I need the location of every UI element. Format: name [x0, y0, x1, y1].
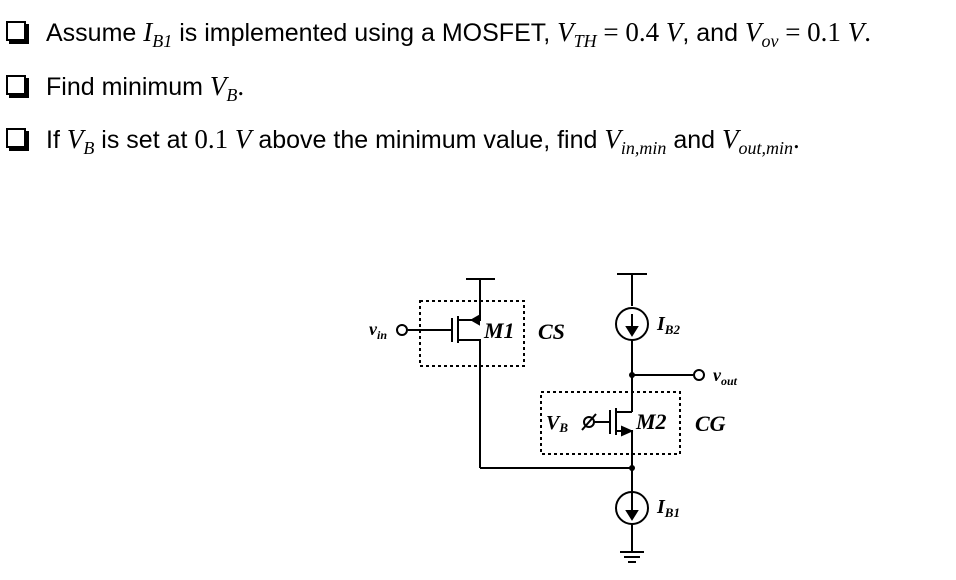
vin-terminal: [396, 324, 408, 336]
ib2-label: IB2: [656, 313, 680, 337]
m1-source: [458, 339, 481, 468]
m1-source-arrow-icon: [469, 314, 480, 326]
cg-label: CG: [695, 411, 726, 436]
vin-label: vin: [369, 319, 387, 342]
question-1: Assume IB1 is implemented using a MOSFET…: [6, 17, 871, 56]
vout-label: vout: [713, 365, 738, 388]
vb-terminal: [583, 416, 595, 428]
checkbox-icon: [6, 128, 26, 149]
checkbox-icon: [6, 75, 26, 96]
cs-label: CS: [538, 319, 565, 344]
dashed-boxes: [419, 300, 681, 455]
question-3: If VB is set at 0.1 V above the minimum …: [6, 124, 800, 163]
junction-dots: [629, 372, 635, 471]
vout-terminal: [693, 369, 705, 381]
vb-slash: [581, 413, 597, 431]
m1-label: M1: [483, 318, 515, 343]
cg-stage-box: [540, 391, 681, 455]
question-2: Find minimum VB.: [6, 71, 244, 110]
m2-source-arrow-icon: [621, 425, 634, 437]
down-arrow-icon: [625, 510, 639, 521]
ib1-label: IB1: [656, 496, 680, 520]
m2-label: M2: [635, 409, 667, 434]
vb-label: VB: [546, 412, 568, 435]
down-arrow-icon: [625, 326, 639, 337]
arrow-icons: [469, 314, 639, 521]
checkbox-icon: [6, 21, 26, 42]
